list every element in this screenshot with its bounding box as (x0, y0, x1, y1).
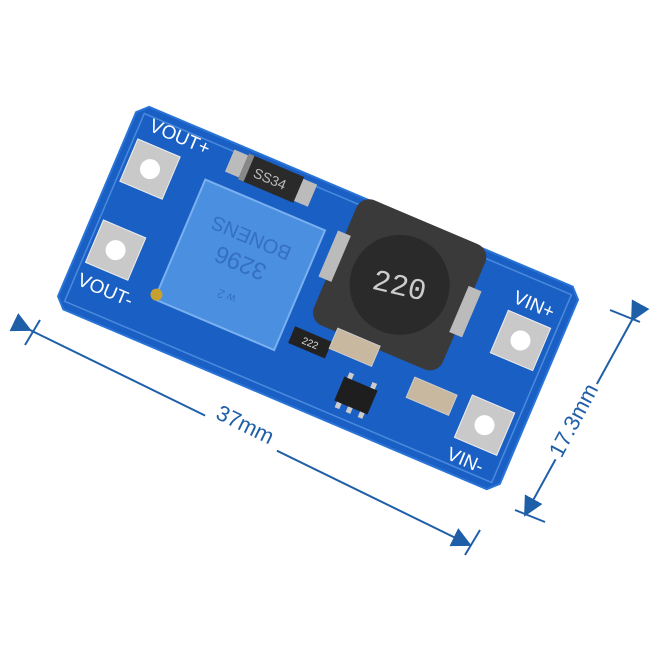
pad-vout-plus (119, 138, 181, 200)
diode-ss34: SS34 (224, 149, 318, 207)
trim-potentiometer: w 2 3296 BONENS (150, 178, 327, 352)
pad-vout-minus (84, 219, 147, 281)
